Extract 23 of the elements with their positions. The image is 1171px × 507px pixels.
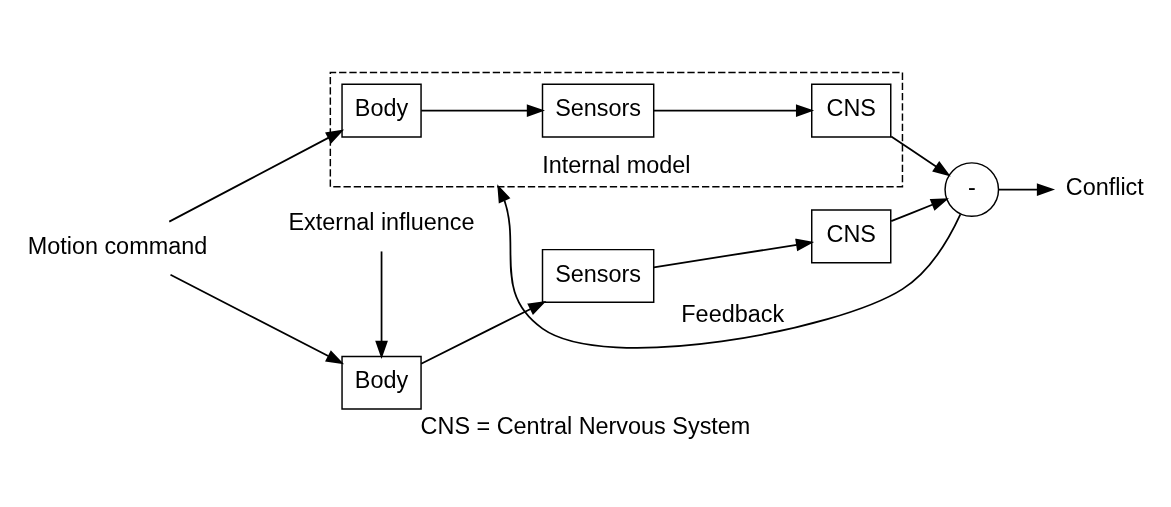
node-text: Motion command — [27, 232, 208, 259]
node-box: Body — [341, 83, 422, 138]
node-circle: - — [944, 161, 1000, 217]
node-text: Conflict — [1065, 173, 1144, 200]
node-box: Sensors — [541, 248, 655, 303]
node-text: External influence — [288, 208, 475, 235]
arrow — [420, 300, 547, 365]
arrow — [890, 135, 951, 176]
node-box: Body — [341, 355, 422, 410]
arrow — [420, 103, 545, 117]
node-box: CNS — [811, 83, 892, 138]
arrow — [375, 250, 388, 359]
node-box: CNS — [811, 208, 892, 263]
edge-label: Feedback — [681, 300, 785, 327]
arrow — [653, 238, 815, 268]
arrow — [998, 182, 1056, 196]
arrow — [890, 197, 949, 222]
arrow — [497, 183, 962, 349]
caption: CNS = Central Nervous System — [420, 412, 751, 439]
arrow — [169, 273, 345, 364]
arrow — [653, 103, 815, 117]
node-box: Sensors — [541, 83, 655, 138]
arrow — [168, 129, 345, 222]
